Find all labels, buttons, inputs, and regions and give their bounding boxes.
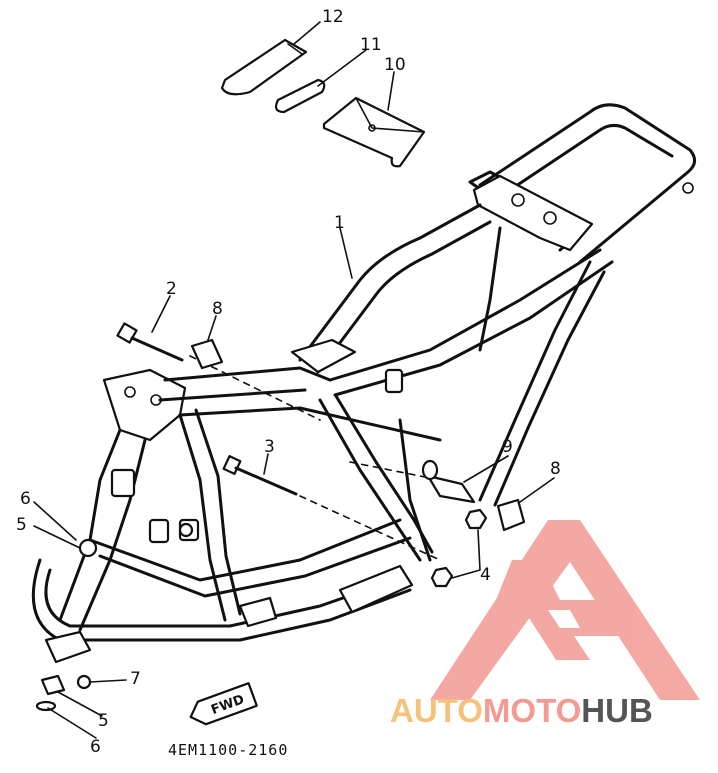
part-8-collar-lower [496,498,526,532]
callout-5-lower: 5 [98,711,109,731]
part-12-strap [220,38,308,96]
part-10-pouch [322,96,426,168]
callout-5-upper: 5 [16,515,27,535]
watermark-part1: AUTO [390,692,483,729]
callout-4: 4 [480,565,491,585]
watermark-part3: HUB [581,692,653,729]
leader-lines [33,21,555,739]
callout-7: 7 [130,669,141,689]
callout-6-lower: 6 [90,737,101,757]
part-4-nuts [430,508,488,588]
callout-8-lower: 8 [550,459,561,479]
watermark-triangle-icon [430,520,700,700]
watermark-part2: MOTO [483,692,581,729]
callout-10: 10 [384,55,406,75]
callout-1: 1 [334,213,345,233]
callout-3: 3 [264,437,275,457]
callout-11: 11 [360,35,382,55]
callout-6-upper: 6 [20,489,31,509]
frame-drawing [31,103,696,664]
watermark-text: AUTOMOTOHUB [390,692,653,729]
callout-2: 2 [166,279,177,299]
callout-12: 12 [322,7,344,27]
part-9-collar [421,459,476,504]
diagram-code: 4EM1100-2160 [168,741,288,759]
part-11-tube [274,78,326,114]
watermark-logo [430,520,700,700]
parts-5-6-7-small [35,538,98,712]
part-8-collar-upper [190,338,224,370]
callout-8-upper: 8 [212,299,223,319]
callout-9: 9 [502,437,513,457]
part-3-bolt [222,455,298,496]
part-2-bolt [116,322,184,362]
fwd-arrow: FWD [189,682,258,726]
